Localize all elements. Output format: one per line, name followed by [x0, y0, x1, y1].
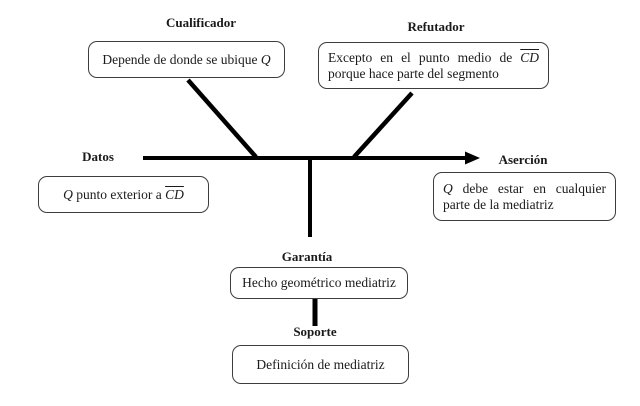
cualificador-connector: [186, 78, 258, 159]
cualificador-text-main: Depende de donde se ubique: [102, 51, 261, 67]
refutador-line1: Excepto en el punto medio de CD: [328, 50, 539, 66]
cualificador-text: Depende de donde se ubique Q: [102, 52, 270, 68]
refutador-text: Excepto en el punto medio de CD porque h…: [319, 50, 548, 81]
cualificador-box: Depende de donde se ubique Q: [88, 41, 285, 78]
datos-variable: Q: [63, 186, 73, 202]
asercion-line1-text: debe estar en cualquier: [452, 181, 606, 196]
asercion-arrowhead-icon: [465, 151, 480, 165]
asercion-label: Aserción: [498, 152, 548, 167]
refutador-connector: [352, 91, 414, 159]
asercion-text: Q debe estar en cualquier parte de la me…: [434, 181, 615, 212]
refutador-line2: porque hace parte del segmento: [328, 65, 499, 81]
refutador-line1-text: Excepto en el punto medio de: [328, 50, 513, 65]
soporte-label: Soporte: [293, 324, 337, 339]
garantia-label: Garantía: [281, 249, 333, 264]
garantia-box: Hecho geométrico mediatriz: [230, 267, 408, 299]
cualificador-variable: Q: [260, 51, 271, 67]
asercion-variable: Q: [443, 181, 453, 196]
asercion-line1: Q debe estar en cualquier: [443, 181, 606, 197]
soporte-box: Definición de mediatriz: [232, 345, 409, 384]
refutador-box: Excepto en el punto medio de CD porque h…: [318, 42, 549, 89]
cualificador-label: Cualificador: [165, 15, 237, 30]
soporte-text: Definición de mediatriz: [256, 356, 385, 372]
refutador-segment: CD: [520, 50, 539, 65]
datos-segment: CD: [165, 186, 184, 202]
datos-label: Datos: [82, 149, 114, 164]
datos-text: Q punto exterior a CD: [63, 187, 184, 203]
asercion-line2: parte de la mediatriz: [443, 196, 554, 212]
datos-box: Q punto exterior a CD: [38, 176, 209, 213]
garantia-text: Hecho geométrico mediatriz: [242, 275, 396, 291]
asercion-box: Q debe estar en cualquier parte de la me…: [433, 172, 616, 221]
datos-text-main: punto exterior a: [72, 186, 166, 202]
refutador-label: Refutador: [407, 19, 465, 34]
